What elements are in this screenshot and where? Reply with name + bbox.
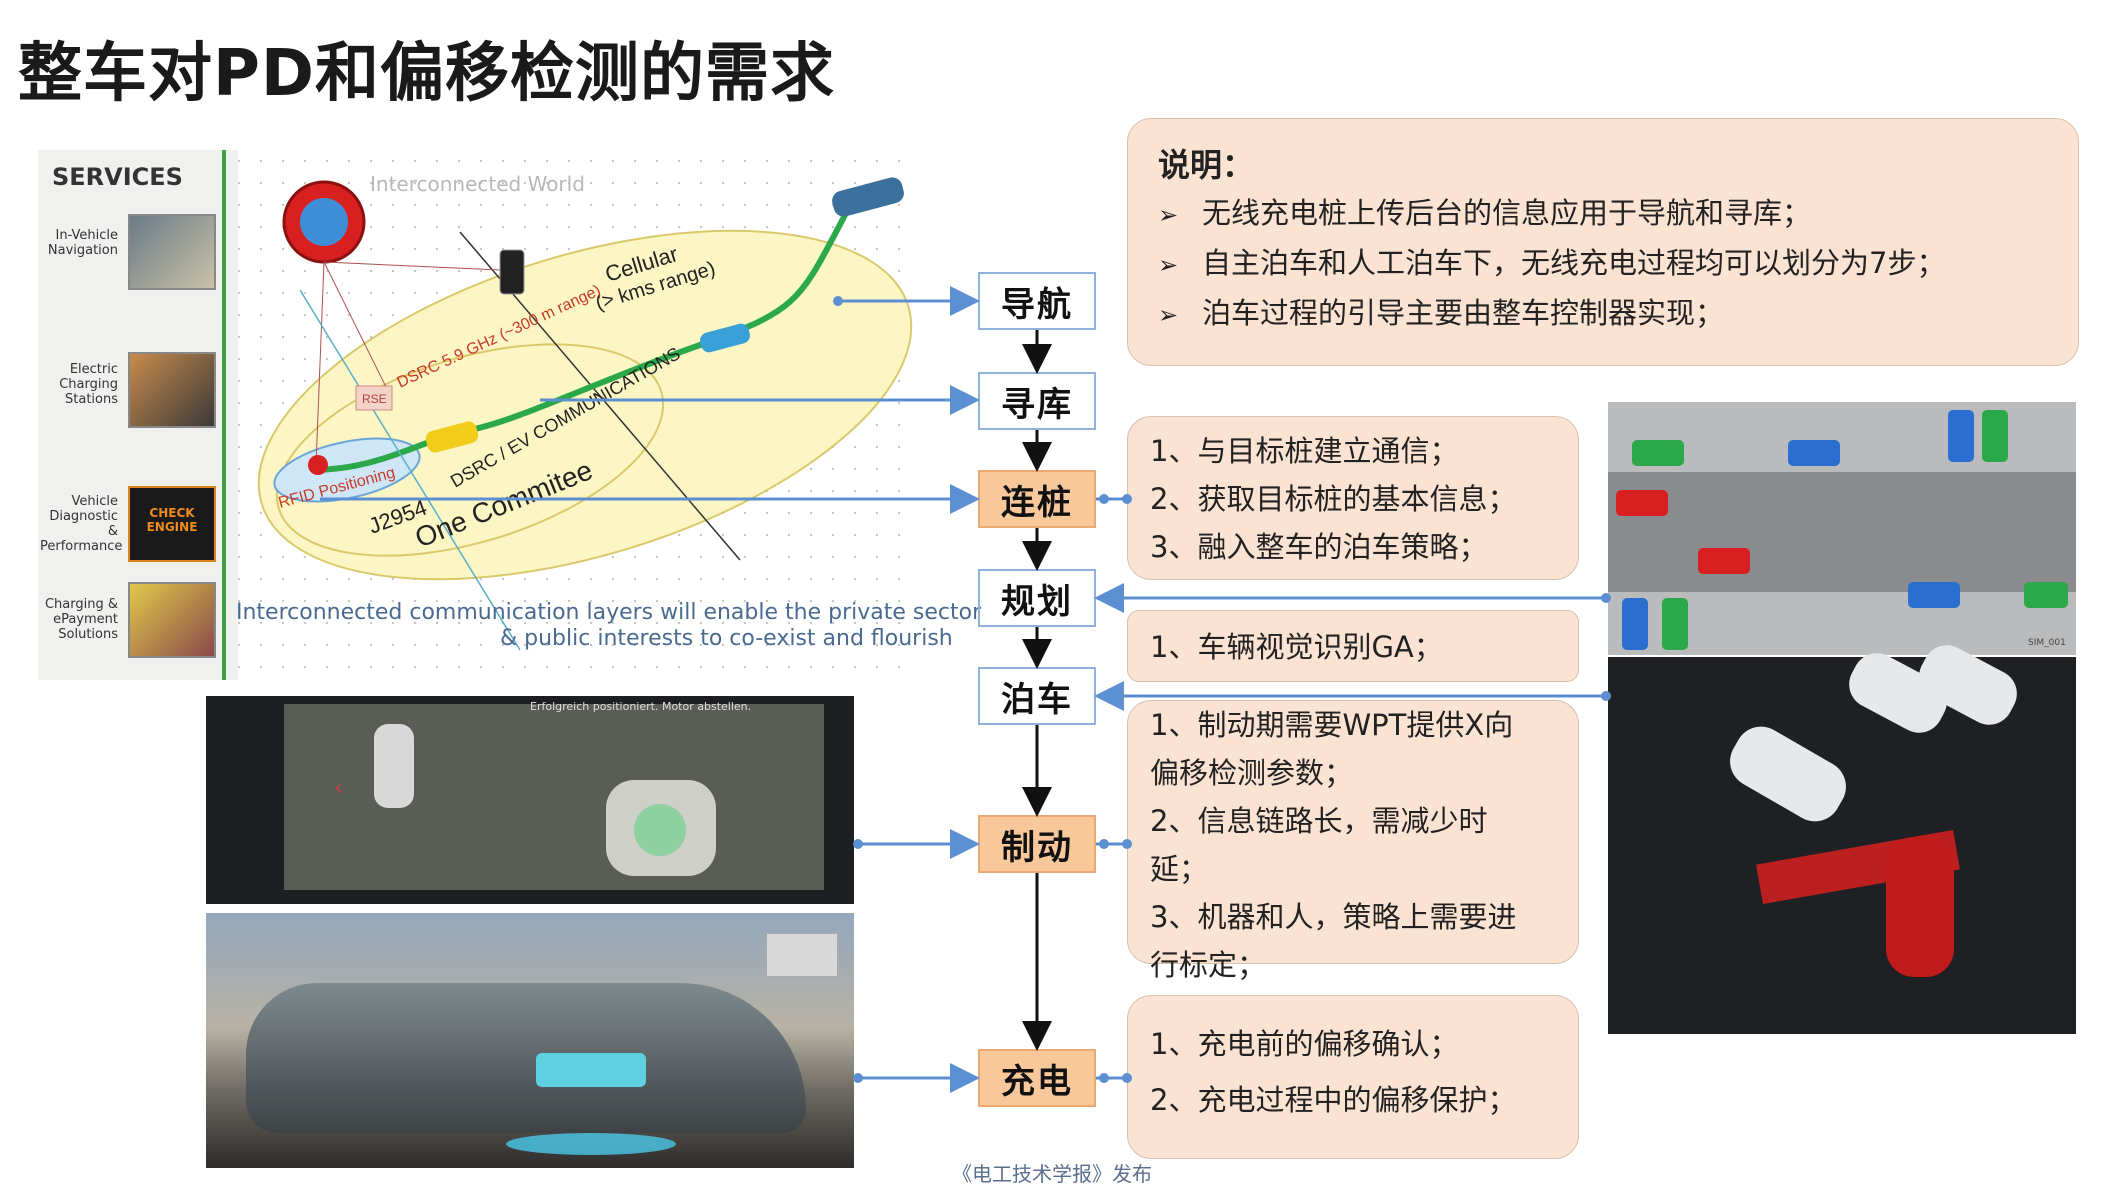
brake-note-item: 2、信息链路长，需减少时 (1150, 804, 1488, 838)
car-green-bottom (1662, 598, 1688, 650)
check-engine-image: CHECK ENGINE (128, 486, 216, 562)
connector-dot (1099, 1073, 1109, 1083)
plan-note-item: 1、车辆视觉识别GA； (1150, 630, 1443, 664)
step-connect-pile: 连桩 (978, 470, 1096, 528)
summary-item-text: 自主泊车和人工泊车下，无线充电过程均可以划分为7步； (1202, 246, 1946, 280)
service-label-charging: Electric Charging Stations (59, 362, 118, 407)
charge-note-box: 1、充电前的偏移确认； 2、充电过程中的偏移保护； (1127, 995, 1579, 1159)
plan-note-box: 1、车辆视觉识别GA； (1127, 610, 1579, 682)
arrow-bullet-icon: ➢ (1158, 301, 1179, 329)
figure-caption-line2: & public interests to co-exist and flour… (500, 626, 953, 651)
wireless-charging-car-photo (206, 913, 854, 1168)
connect-note-item: 2、获取目标桩的基本信息； (1150, 482, 1517, 516)
connect-note-box: 1、与目标桩建立通信； 2、获取目标桩的基本信息； 3、融入整车的泊车策略； (1127, 416, 1579, 580)
arrow-bullet-icon: ➢ (1158, 251, 1179, 279)
car-body (246, 983, 806, 1133)
ground-pad-glow (506, 1133, 676, 1155)
figure-caption-line1: Interconnected communication layers will… (236, 600, 982, 625)
page-title: 整车对PD和偏移检测的需求 (18, 37, 836, 111)
charging-station-image (128, 352, 216, 428)
service-label-payment: Charging & ePayment Solutions (44, 597, 118, 642)
battery-module (536, 1053, 646, 1087)
car-red-parking (1886, 837, 1954, 977)
summary-heading: 说明： (1158, 146, 1255, 184)
navigation-device-image (128, 214, 216, 290)
alignment-target-icon (634, 804, 686, 856)
parked-car-white (1720, 717, 1856, 831)
interconnected-world-label: Interconnected World (370, 172, 585, 196)
diagram-code: SIM_001 (2028, 638, 2066, 648)
step-braking: 制动 (978, 815, 1096, 873)
connector-dot (1099, 839, 1109, 849)
car-green (1632, 440, 1684, 466)
car-red-moving (1698, 548, 1750, 574)
step-charging: 充电 (978, 1049, 1096, 1107)
summary-item-text: 泊车过程的引导主要由整车控制器实现； (1202, 296, 1725, 330)
service-label-navigation: In-Vehicle Navigation (47, 228, 118, 258)
brake-note-item: 延； (1150, 852, 1209, 886)
brake-note-box: 1、制动期需要WPT提供X向 偏移检测参数； 2、信息链路长，需减少时 延； 3… (1127, 700, 1579, 982)
services-divider (222, 150, 226, 680)
wall-charger-unit (766, 933, 838, 977)
services-title: SERVICES (52, 163, 183, 191)
connector-dot (853, 1073, 863, 1083)
brake-note-item: 行标定； (1150, 948, 1267, 982)
parking-sensor-photo (1608, 636, 2076, 1034)
connector-dot (853, 839, 863, 849)
connect-note-item: 1、与目标桩建立通信； (1150, 434, 1459, 468)
payment-station-image (128, 582, 216, 658)
car-green-lower (2024, 582, 2068, 608)
connector-dot (1099, 494, 1109, 504)
connect-note-item: 3、融入整车的泊车策略； (1150, 530, 1488, 564)
summary-item-text: 无线充电桩上传后台的信息应用于导航和寻库； (1202, 196, 1812, 230)
back-chevron-icon: ‹ (334, 776, 343, 801)
car-green-vertical (1982, 410, 2008, 462)
summary-item: ➢ 无线充电桩上传后台的信息应用于导航和寻库； (1158, 189, 2048, 239)
brake-note-item: 偏移检测参数； (1150, 756, 1354, 790)
charge-note-item: 1、充电前的偏移确认； (1150, 1027, 1459, 1061)
camera-view-screen (284, 704, 824, 890)
step-planning: 规划 (978, 569, 1096, 627)
step-parking: 泊车 (978, 667, 1096, 725)
car-blue-lower (1908, 582, 1960, 608)
check-engine-text: CHECK ENGINE (146, 506, 198, 534)
charge-note-item: 2、充电过程中的偏移保护； (1150, 1083, 1517, 1117)
summary-note-box: 说明： ➢ 无线充电桩上传后台的信息应用于导航和寻库； ➢ 自主泊车和人工泊车下，无… (1127, 118, 2079, 366)
brake-note-item: 1、制动期需要WPT提供X向 (1150, 708, 1514, 742)
step-search-garage: 寻库 (978, 372, 1096, 430)
parking-maneuver-diagram: SIM_001 (1608, 402, 2076, 655)
step-navigation: 导航 (978, 272, 1096, 330)
arrow-bullet-icon: ➢ (1158, 201, 1179, 229)
summary-item: ➢ 自主泊车和人工泊车下，无线充电过程均可以划分为7步； (1158, 239, 2048, 289)
car-red (1616, 490, 1668, 516)
publisher-footer: 《电工技术学报》发布 (952, 1162, 1152, 1186)
car-top-view (374, 724, 414, 808)
summary-item: ➢ 泊车过程的引导主要由整车控制器实现； (1158, 289, 2048, 339)
parking-display-photo: Erfolgreich positioniert. Motor abstelle… (206, 696, 854, 904)
service-label-diagnostic: Vehicle Diagnostic & Performance (40, 494, 123, 554)
car-blue-vertical (1948, 410, 1974, 462)
car-blue (1788, 440, 1840, 466)
brake-note-item: 3、机器和人，策略上需要进 (1150, 900, 1517, 934)
display-status-text: Erfolgreich positioniert. Motor abstelle… (530, 700, 752, 713)
car-blue-bottom (1622, 598, 1648, 650)
